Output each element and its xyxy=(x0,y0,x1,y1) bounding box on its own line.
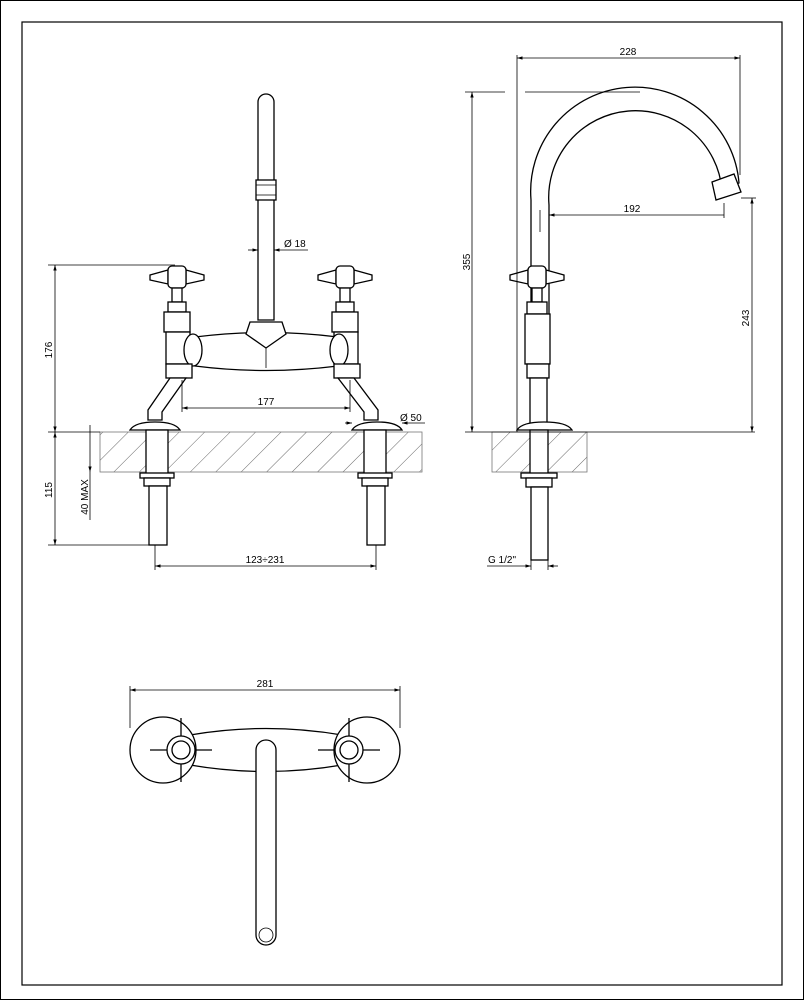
spout-nut xyxy=(245,321,287,349)
spout-collar xyxy=(255,179,277,201)
dim-192: 192 xyxy=(624,204,641,215)
spout-pipe xyxy=(257,93,275,321)
gooseneck-spout xyxy=(530,86,740,321)
dim-115: 115 xyxy=(44,482,55,498)
dim-228: 228 xyxy=(620,47,637,58)
dim-177: 177 xyxy=(258,397,275,408)
dim-243: 243 xyxy=(741,309,752,326)
dim-g-half-inch: G 1/2" xyxy=(488,555,516,566)
right-valve xyxy=(317,265,404,431)
dim-281: 281 xyxy=(257,679,274,690)
dim-diameter-18: Ø 18 xyxy=(284,239,306,250)
dim-176: 176 xyxy=(44,341,55,358)
aerator xyxy=(711,173,742,201)
left-valve xyxy=(128,265,205,431)
dim-123-231: 123÷231 xyxy=(246,555,285,566)
front-view: 176 115 40 MAX 177 Ø 18 Ø 50 123÷231 xyxy=(44,93,425,570)
dim-40-max: 40 MAX xyxy=(80,479,91,515)
spout-top xyxy=(255,739,277,946)
drawing-border xyxy=(21,21,783,986)
side-view: 228 355 243 192 G 1/2" xyxy=(462,47,756,570)
dim-diameter-50: Ø 50 xyxy=(400,413,422,424)
dim-355: 355 xyxy=(462,253,473,270)
top-view: 281 xyxy=(129,679,401,946)
